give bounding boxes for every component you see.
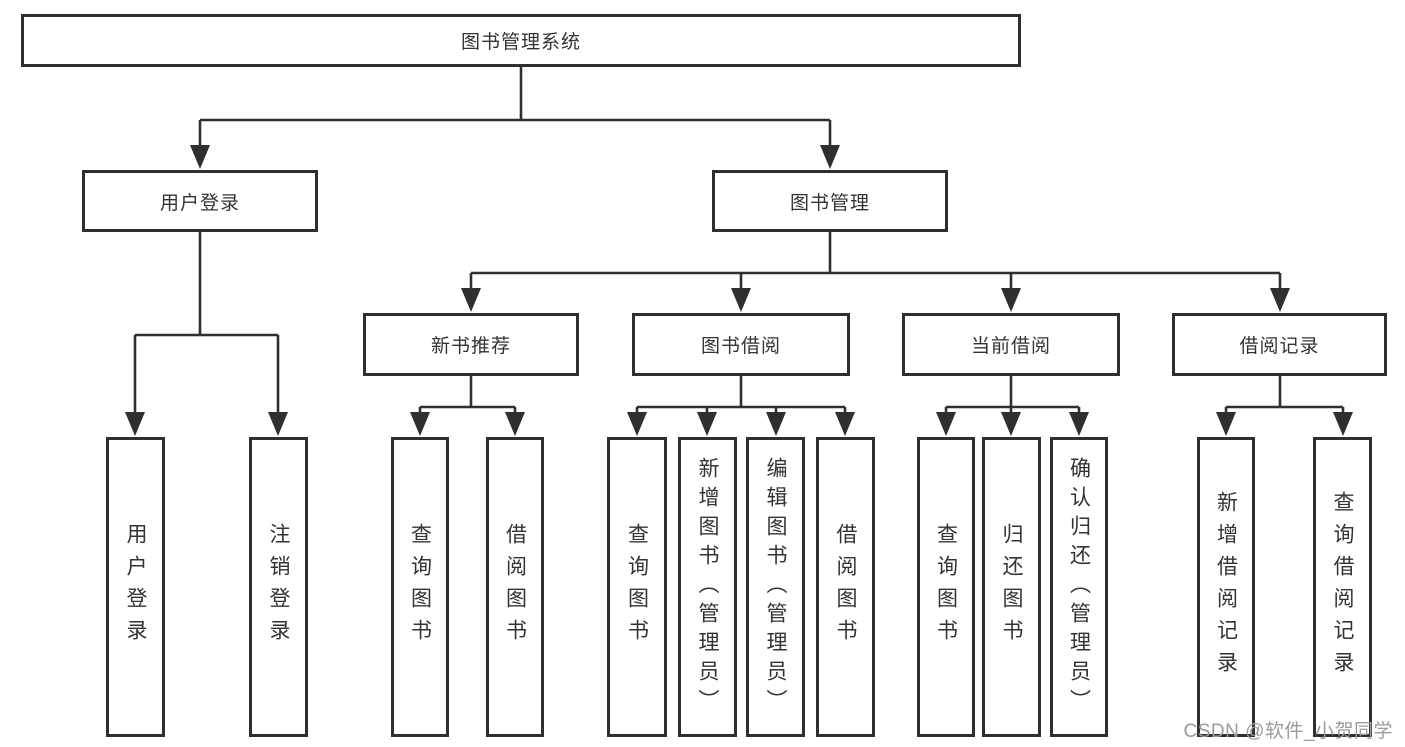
leaf-newbook-query-books: 查询图书 [391,437,449,737]
leaf-borrow-borrow-books: 借阅图书 [816,437,875,737]
leaf-current-confirm-return-admin: 确认归还（管理员） [1050,437,1108,737]
node-book-borrow-label: 图书借阅 [700,336,781,357]
node-book-management-label: 图书管理 [789,192,870,214]
node-current-borrow-label: 当前借阅 [970,336,1051,357]
node-new-book-recommend: 新书推荐 [363,313,579,376]
node-user-login-label: 用户登录 [159,192,240,214]
leaf-logout: 注销登录 [249,437,308,737]
node-book-management: 图书管理 [712,170,948,232]
leaf-borrow-query-books: 查询图书 [607,437,667,737]
node-root-label: 图书管理系统 [460,32,581,53]
node-new-book-recommend-label: 新书推荐 [430,336,511,357]
leaf-borrow-borrow-books-label: 借阅图书 [834,523,857,651]
csdn-watermark: CSDN @软件_小贺同学 [1183,721,1393,742]
leaf-records-query-record: 查询借阅记录 [1313,437,1372,737]
node-borrow-records-label: 借阅记录 [1239,336,1320,357]
leaf-current-return-books: 归还图书 [982,437,1041,737]
node-current-borrow: 当前借阅 [902,313,1120,376]
leaf-user-login-label: 用户登录 [124,523,147,651]
leaf-borrow-add-books-admin: 新增图书（管理员） [678,437,737,737]
leaf-newbook-borrow-books-label: 借阅图书 [503,523,527,651]
leaf-borrow-add-books-admin-label: 新增图书（管理员） [696,456,719,718]
leaf-records-add-record-label: 新增借阅记录 [1214,491,1238,683]
leaf-user-login: 用户登录 [106,437,165,737]
leaf-borrow-edit-books-admin-label: 编辑图书（管理员） [764,456,787,718]
leaf-borrow-query-books-label: 查询图书 [625,523,649,651]
node-borrow-records: 借阅记录 [1172,313,1387,376]
leaf-logout-label: 注销登录 [267,523,290,651]
leaf-records-query-record-label: 查询借阅记录 [1331,491,1354,683]
leaf-current-query-books-label: 查询图书 [934,523,958,651]
node-user-login: 用户登录 [82,170,318,232]
leaf-newbook-borrow-books: 借阅图书 [486,437,544,737]
node-root-system: 图书管理系统 [21,14,1021,67]
leaf-borrow-edit-books-admin: 编辑图书（管理员） [746,437,805,737]
leaf-current-query-books: 查询图书 [917,437,975,737]
leaf-current-confirm-return-admin-label: 确认归还（管理员） [1067,456,1091,718]
arrowhead-icons [125,145,1353,436]
leaf-current-return-books-label: 归还图书 [1000,523,1023,651]
leaf-newbook-query-books-label: 查询图书 [408,523,432,651]
node-book-borrow: 图书借阅 [632,313,850,376]
leaf-records-add-record: 新增借阅记录 [1197,437,1255,737]
